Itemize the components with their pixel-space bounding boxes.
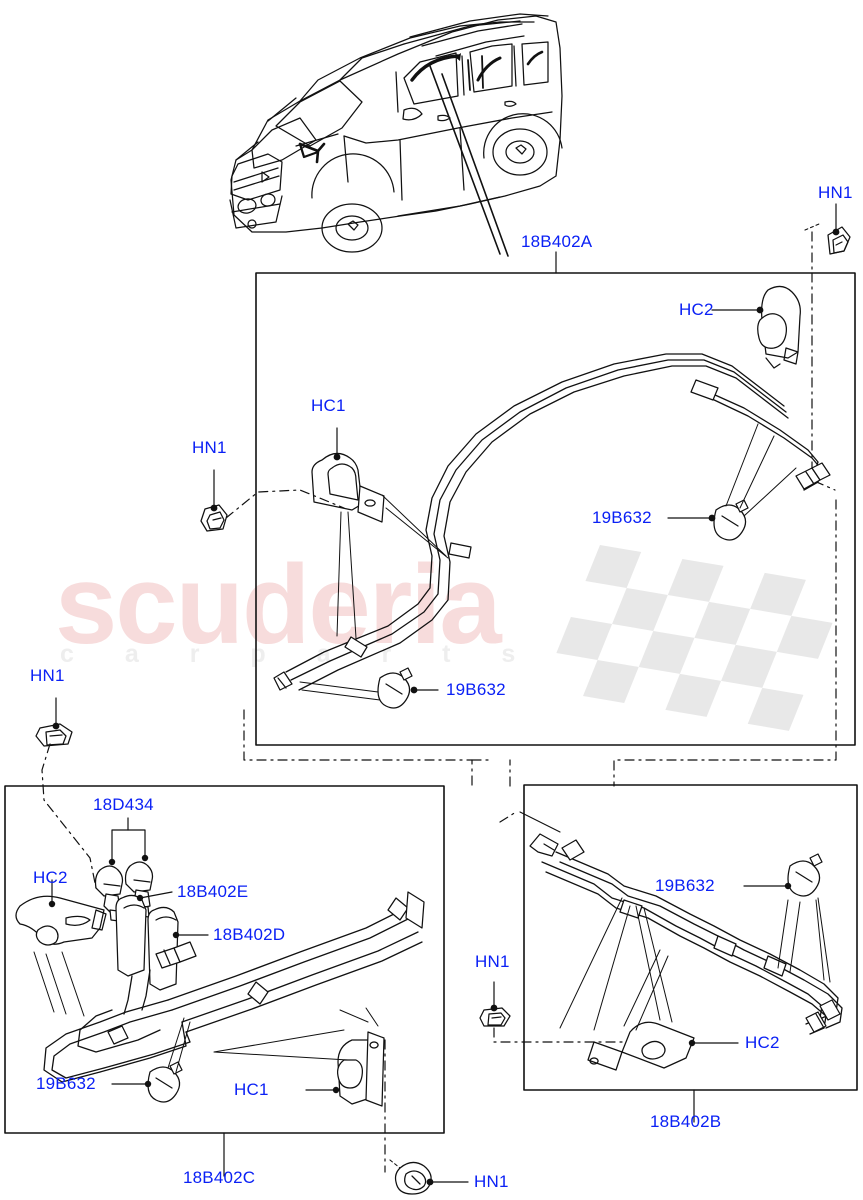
clamp-19b632-main-left bbox=[377, 667, 413, 709]
watermark-tagline: c a r p a r t s bbox=[60, 640, 538, 668]
panel-right-frame bbox=[523, 784, 858, 1091]
label-19b632-right: 19B632 bbox=[655, 876, 715, 895]
bracket-hc2-main bbox=[757, 285, 801, 369]
panel-main-frame bbox=[255, 272, 856, 746]
label-hc2-main: HC2 bbox=[679, 300, 714, 319]
bracket-hc1-left bbox=[337, 1031, 385, 1107]
label-18b402a: 18B402A bbox=[521, 232, 593, 251]
label-18b402b: 18B402B bbox=[650, 1112, 722, 1131]
checkered-flag-icon bbox=[556, 545, 833, 731]
label-18b402e: 18B402E bbox=[177, 882, 249, 901]
label-19b632-left: 19B632 bbox=[36, 1074, 96, 1093]
fastener-hn1-main-left bbox=[200, 504, 228, 532]
hose-18b402d bbox=[147, 906, 179, 991]
hose-assembly-left bbox=[43, 905, 423, 1083]
label-hn1-bottom: HN1 bbox=[474, 1172, 509, 1191]
label-19b632-main-left: 19B632 bbox=[446, 680, 506, 699]
label-hc2-left: HC2 bbox=[33, 868, 68, 887]
vehicle-illustration bbox=[229, 13, 563, 257]
fastener-hn1-bottom bbox=[394, 1161, 432, 1195]
pipe-end-right bbox=[795, 462, 831, 490]
label-18b402d: 18B402D bbox=[213, 925, 286, 944]
panel-left-frame bbox=[4, 785, 445, 1134]
bracket-hc1-main bbox=[311, 452, 385, 523]
watermark-brand: scuderia bbox=[55, 542, 502, 667]
clamp-19b632-main-right bbox=[713, 499, 749, 541]
clamp-19b632-left bbox=[147, 1061, 183, 1103]
fastener-hn1-left-outer bbox=[35, 723, 73, 747]
label-hn1-right: HN1 bbox=[475, 952, 510, 971]
hose-18b402e bbox=[115, 894, 147, 977]
valve-18d434-a bbox=[94, 865, 124, 922]
label-18d434: 18D434 bbox=[93, 795, 154, 814]
label-19b632-main-right: 19B632 bbox=[592, 508, 652, 527]
label-hn1-topright: HN1 bbox=[818, 183, 853, 202]
label-hc2-right: HC2 bbox=[745, 1033, 780, 1052]
label-hc1-left: HC1 bbox=[234, 1080, 269, 1099]
bracket-hc2-left bbox=[15, 895, 107, 946]
label-hn1-main-left: HN1 bbox=[192, 438, 227, 457]
heater-pipe-main bbox=[285, 353, 789, 691]
label-hn1-left-outer: HN1 bbox=[30, 666, 65, 685]
label-18b402c: 18B402C bbox=[183, 1168, 256, 1187]
label-hc1-main: HC1 bbox=[311, 396, 346, 415]
fastener-hn1-right bbox=[479, 1007, 511, 1027]
bracket-hc2-right bbox=[587, 1021, 695, 1071]
clamp-19b632-right bbox=[787, 853, 823, 897]
